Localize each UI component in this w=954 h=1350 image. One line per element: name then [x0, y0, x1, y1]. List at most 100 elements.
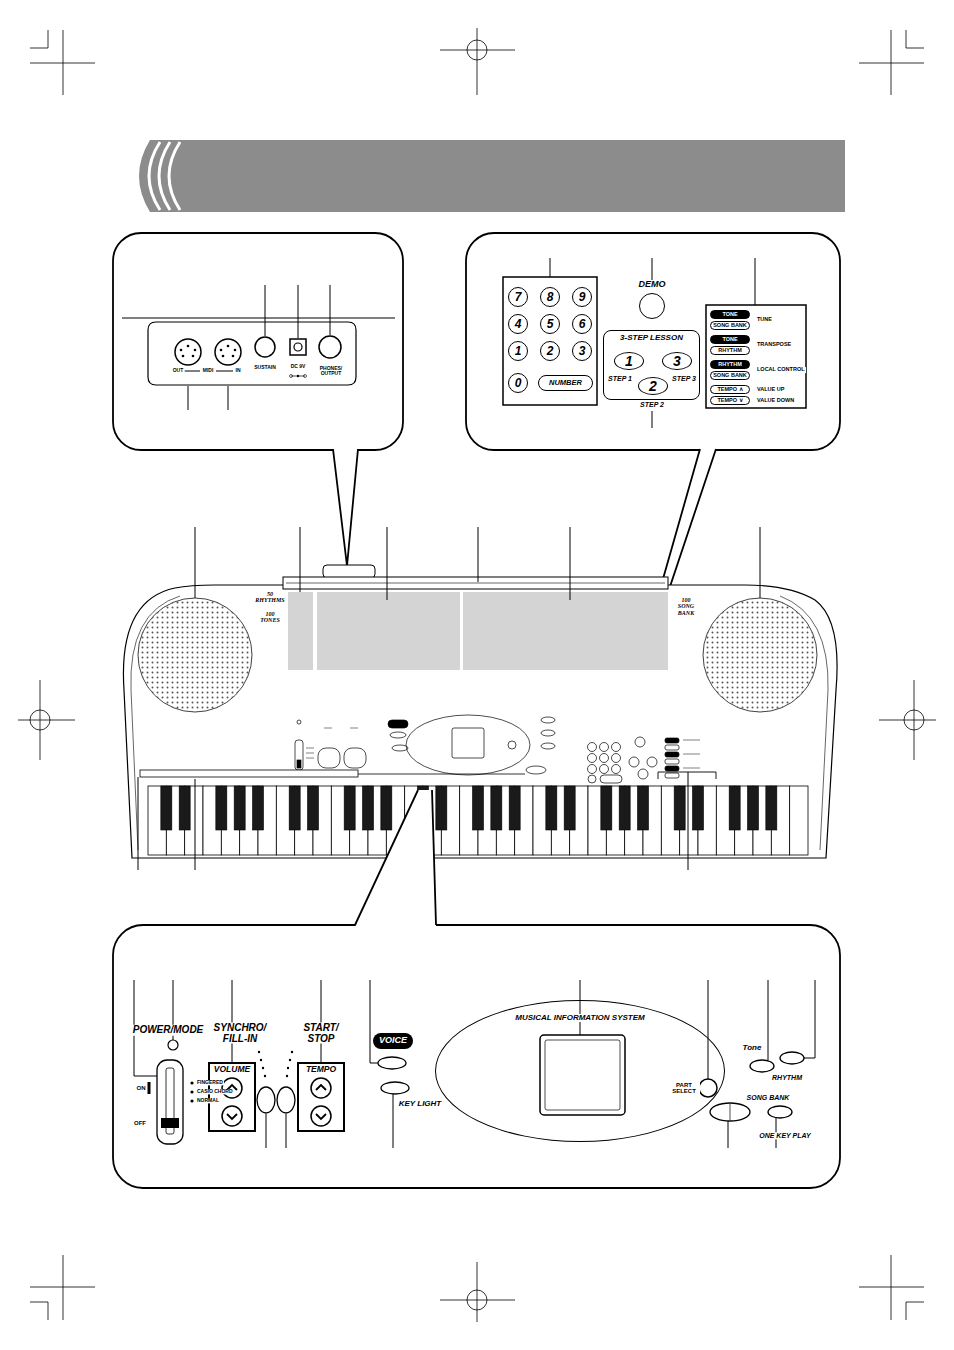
front-panel-inset	[260, 1059, 262, 1061]
front-panel-inset	[257, 1087, 275, 1113]
button-text: MUSICAL INFORMATION SYSTEM	[513, 1014, 646, 1022]
function-pill: SONG BANK	[710, 321, 750, 330]
front-panel-inset	[258, 1051, 293, 1077]
part-label: 50 RHYTHMS	[254, 591, 286, 604]
mini-control-panel	[297, 760, 301, 768]
rear-panel-inset	[113, 233, 403, 566]
black-key	[308, 786, 319, 830]
rear-panel-inset	[304, 375, 307, 378]
volume-box: VOLUME	[208, 1062, 256, 1132]
header-band	[110, 140, 845, 212]
rear-panel-inset	[194, 349, 197, 352]
black-key	[363, 786, 374, 830]
black-key	[436, 786, 447, 830]
mini-control-panel	[600, 765, 609, 774]
step-button: 2	[638, 377, 668, 395]
part-label: POWER/MODE	[132, 1025, 205, 1036]
function-pill: RHYTHM	[710, 346, 750, 355]
rear-panel-inset	[175, 339, 201, 365]
part-label: STEP 1	[607, 375, 633, 382]
keyboard-body	[463, 592, 668, 670]
crop-marks	[30, 1255, 95, 1320]
number-key: 3	[572, 341, 592, 361]
mini-control-panel	[600, 775, 622, 783]
front-panel-inset	[311, 1078, 331, 1098]
mini-control-panel	[683, 740, 700, 768]
front-panel-inset	[190, 1081, 193, 1084]
keyboard-body	[195, 527, 760, 600]
part-label: CASIO CHORD	[196, 1089, 234, 1094]
button-text: NUMBER	[549, 379, 582, 387]
button-text: VOICE	[379, 1036, 407, 1045]
button-text: TEMPO ∧	[717, 387, 742, 393]
mini-control-panel	[588, 743, 597, 752]
number-key: 4	[508, 314, 528, 334]
front-panel-inset	[311, 1106, 331, 1126]
button-circle	[639, 293, 665, 319]
black-key	[601, 786, 612, 830]
keyboard-body	[317, 592, 460, 670]
button-text: 5	[547, 318, 554, 331]
mini-control-panel	[635, 737, 645, 747]
number-key: 7	[508, 287, 528, 307]
function-pill: TONE	[710, 310, 750, 319]
button-text: 2	[649, 379, 657, 394]
voice-button: VOICE	[373, 1033, 413, 1049]
black-key	[546, 786, 557, 830]
black-key	[216, 786, 227, 830]
mini-control-panel	[612, 743, 621, 752]
part-label: TRANSPOSE	[756, 342, 792, 348]
front-panel-inset	[540, 1035, 625, 1115]
button-text: TEMPO	[306, 1065, 336, 1074]
rear-panel-inset	[222, 355, 225, 358]
crop-marks	[440, 1262, 515, 1322]
step-button: 3	[662, 352, 692, 370]
part-label: ON	[136, 1085, 147, 1091]
front-panel-inset	[286, 1075, 288, 1077]
button-text: 7	[515, 291, 522, 304]
front-panel-inset	[378, 1057, 406, 1069]
rear-panel-inset	[234, 349, 237, 352]
control-panel-inset	[706, 305, 806, 408]
front-panel-inset	[355, 790, 436, 927]
control-panel-inset	[550, 258, 755, 428]
keyboard-body	[123, 585, 837, 858]
front-panel-inset	[113, 790, 840, 1188]
part-label: LOCAL CONTROL	[756, 367, 806, 373]
front-panel-inset	[168, 1040, 178, 1050]
button-text: RHYTHM	[718, 362, 742, 368]
tempo-box: TEMPO	[297, 1062, 345, 1132]
part-label: TUNE	[756, 317, 773, 323]
front-panel-inset	[316, 1114, 326, 1119]
part-label: Tone	[742, 1044, 763, 1052]
button-text: 9	[579, 291, 586, 304]
black-key	[619, 786, 630, 830]
mini-control-panel	[392, 745, 408, 751]
black-key	[674, 786, 685, 830]
button-text: 4	[515, 318, 522, 331]
button-text: 2	[547, 345, 554, 358]
rear-panel-inset	[192, 355, 195, 358]
front-panel-inset	[190, 1099, 193, 1102]
button-text: 6	[579, 318, 586, 331]
black-key	[234, 786, 245, 830]
number-key: 9	[572, 287, 592, 307]
part-label: OUT	[172, 368, 185, 373]
crop-marks	[18, 680, 75, 760]
button-text: SONG BANK	[713, 323, 747, 329]
black-key	[509, 786, 520, 830]
part-label: IN	[235, 368, 242, 373]
demo-button: DEMO	[632, 280, 672, 326]
front-panel-inset	[161, 1118, 179, 1128]
part-label: SYNCHRO/ FILL-IN	[208, 1023, 272, 1044]
mini-control-panel	[588, 775, 596, 783]
part-label: STEP 2	[639, 401, 665, 408]
keyboard-body	[288, 592, 313, 670]
step-button: 1	[614, 352, 644, 370]
keyboard-body	[286, 583, 665, 584]
front-panel-inset	[710, 1103, 750, 1121]
rear-panel-inset	[290, 375, 293, 378]
button-text: 1	[625, 354, 633, 369]
crop-marks	[440, 28, 515, 95]
mini-control-panel	[665, 766, 679, 771]
